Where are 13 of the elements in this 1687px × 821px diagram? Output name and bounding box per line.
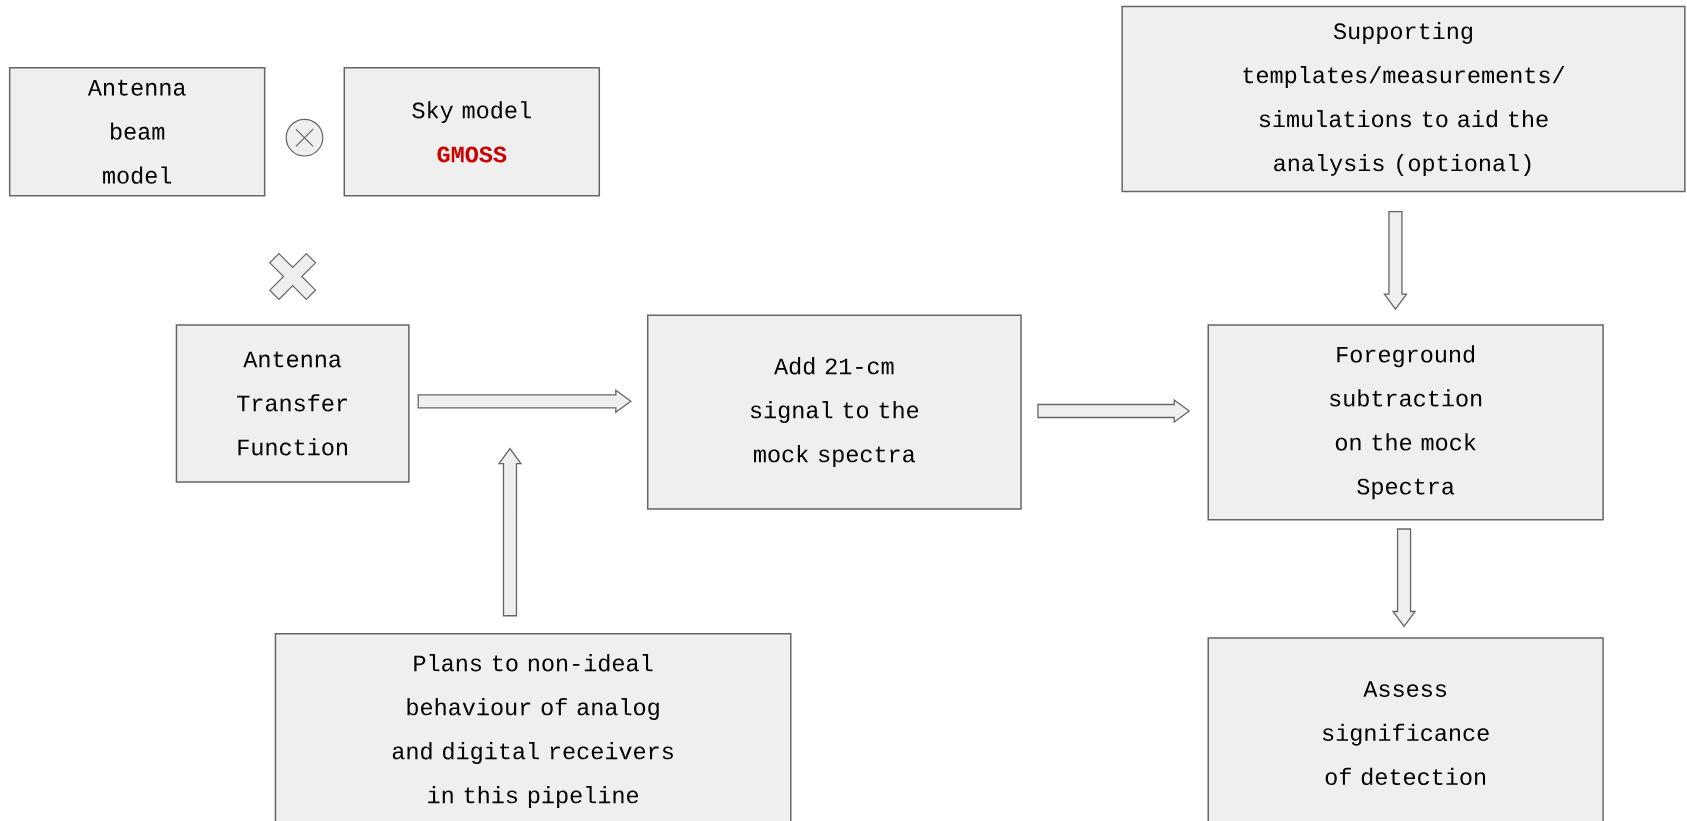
- block-arrow: [417, 389, 632, 414]
- process-box: Assess significance of detection: [1207, 637, 1604, 821]
- process-box: Sky model GMOSS: [343, 67, 601, 197]
- block-arrow: [1383, 211, 1408, 311]
- process-box: Supporting templates/measurements/ simulations to aid the analysis (optional): [1121, 5, 1686, 193]
- process-box: Plans to non-ideal behaviour of analog and digital receivers in this pipeline: [274, 633, 792, 821]
- block-arrow: [1037, 398, 1191, 424]
- process-box: Antenna Transfer Function: [175, 324, 410, 483]
- process-box: Foreground subtraction on the mock Spectra: [1207, 324, 1604, 521]
- block-arrow: [1391, 528, 1417, 628]
- process-box: Antenna beam model: [8, 67, 266, 197]
- block-arrow: [497, 447, 523, 617]
- process-box: Add 21-cm signal to the mock spectra: [646, 314, 1022, 510]
